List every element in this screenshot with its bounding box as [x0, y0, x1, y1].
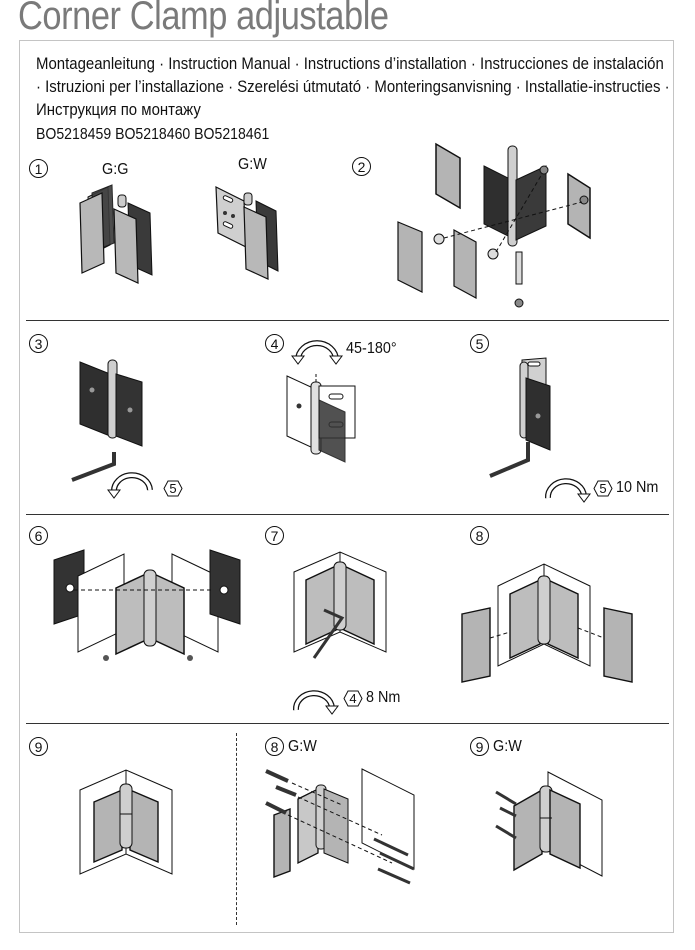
adjustment-angle-label: 45-180°: [346, 340, 397, 357]
torque-spec-10nm: 5 10 Nm: [593, 479, 663, 497]
step-6-marker: 6: [29, 526, 48, 545]
finished-wall-hinge-illustration: [495, 771, 603, 877]
rotate-counterclockwise-arrow-icon: [107, 472, 153, 499]
step-5-marker: 5: [470, 334, 489, 353]
allen-key-size-badge: 5: [163, 480, 183, 497]
step-3-marker: 3: [29, 334, 48, 353]
step-number: 3: [29, 334, 48, 353]
step-9-marker: 9: [29, 737, 48, 756]
step-number: 9: [470, 737, 489, 756]
step-number: 2: [352, 157, 371, 176]
step-number: 4: [265, 334, 284, 353]
glass-insertion-illustration: [461, 563, 633, 683]
wall-mounting-screws-illustration: [265, 768, 415, 885]
variant-label: G:W: [493, 737, 522, 755]
step-8-marker: 8: [470, 526, 489, 545]
exploded-hinge-illustration: [397, 142, 591, 308]
hinge-glass-mounting-illustration: [53, 549, 241, 661]
step-1-marker: 1: [29, 159, 48, 178]
hex-key-icon: 5: [593, 480, 613, 497]
hinge-corner-fixing-illustration: [293, 551, 387, 659]
rotate-bidirectional-arrow-icon: [291, 340, 343, 365]
hinge-adjustment-illustration: [286, 374, 356, 463]
instruction-frame: [19, 40, 674, 933]
step-2-marker: 2: [352, 157, 371, 176]
column-divider-dashed: [236, 733, 237, 925]
hinge-glass-wall-illustration: [215, 186, 279, 280]
hinge-glass-glass-illustration: [79, 184, 153, 284]
page-title: Corner Clamp adjustable: [18, 0, 389, 38]
step-number: 9: [29, 737, 48, 756]
step-number: 6: [29, 526, 48, 545]
hinge-tightening-illustration: [489, 357, 551, 478]
step-4-marker: 4: [265, 334, 284, 353]
rotate-clockwise-arrow-icon: [544, 478, 591, 503]
step-number: 1: [29, 159, 48, 178]
step-9-gw-marker: 9 G:W: [470, 737, 525, 756]
hinge-allen-key-illustration: [71, 359, 143, 482]
hex-key-icon: 4: [343, 690, 363, 707]
row-divider: [26, 723, 669, 724]
variant-label-gg: G:G: [102, 161, 129, 178]
step-number: 8: [470, 526, 489, 545]
variant-label-gw: G:W: [238, 156, 267, 173]
step-number: 8: [265, 737, 284, 756]
step-number: 5: [470, 334, 489, 353]
variant-label: G:W: [288, 737, 317, 755]
finished-glass-hinge-illustration: [79, 769, 173, 875]
step-8-gw-marker: 8 G:W: [265, 737, 320, 756]
rotate-clockwise-arrow-icon: [292, 690, 339, 715]
step-7-marker: 7: [265, 526, 284, 545]
row-divider: [26, 320, 669, 321]
torque-spec-8nm: 4 8 Nm: [343, 689, 404, 707]
languages-text: Montageanleitung · Instruction Manual · …: [36, 54, 670, 119]
article-numbers: BO5218459 BO5218460 BO5218461: [36, 126, 270, 143]
step-number: 7: [265, 526, 284, 545]
row-divider: [26, 514, 669, 515]
